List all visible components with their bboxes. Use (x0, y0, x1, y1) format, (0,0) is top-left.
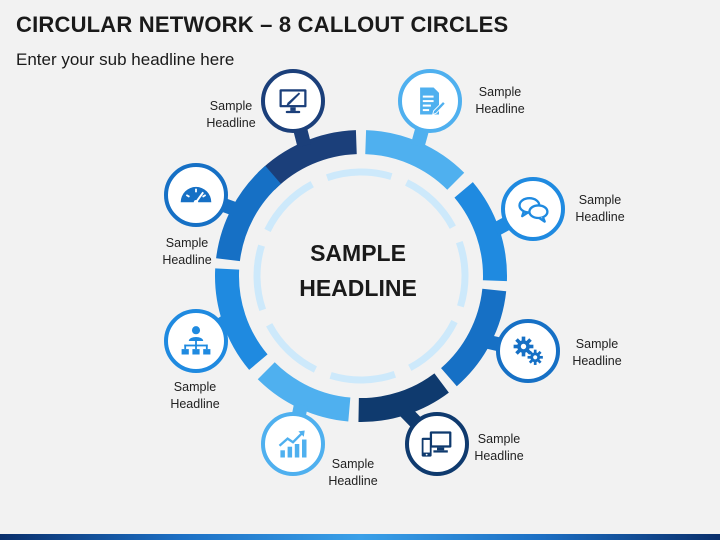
callout-circle-3 (501, 177, 565, 241)
inner-dash-3 (456, 241, 469, 308)
ring-segment-6 (257, 362, 351, 422)
ring-segment-4 (441, 288, 507, 387)
ring-segment-5 (358, 373, 449, 422)
callout-circle-1 (261, 69, 325, 133)
callout-circle-8 (164, 163, 228, 227)
outer-ring (215, 130, 508, 422)
ring-segment-7 (215, 268, 268, 370)
footer-accent-bar (0, 534, 720, 540)
center-headline-line2: HEADLINE (299, 275, 417, 301)
inner-dashed-ring (253, 168, 469, 384)
inner-dash-6 (266, 323, 318, 373)
ring-segment-2 (365, 130, 465, 190)
callout-circle-2 (398, 69, 462, 133)
callout-circle-5 (405, 412, 469, 476)
ring-segment-3 (454, 182, 508, 282)
callout-circle-4 (496, 319, 560, 383)
inner-dash-1 (326, 168, 393, 181)
ring-segment-8 (216, 165, 281, 262)
center-headline-line1: SAMPLE (310, 240, 406, 266)
inner-dash-5 (329, 371, 396, 384)
inner-dash-2 (404, 179, 456, 229)
ring-segment-1 (257, 130, 357, 190)
inner-dash-8 (264, 181, 314, 233)
inner-dash-7 (253, 244, 266, 311)
slide-subtitle: Enter your sub headline here (16, 50, 235, 69)
inner-dash-4 (408, 319, 458, 371)
callout-circle-7 (164, 309, 228, 373)
callout-circle-6 (261, 412, 325, 476)
slide-title: CIRCULAR NETWORK – 8 CALLOUT CIRCLES (16, 12, 509, 37)
